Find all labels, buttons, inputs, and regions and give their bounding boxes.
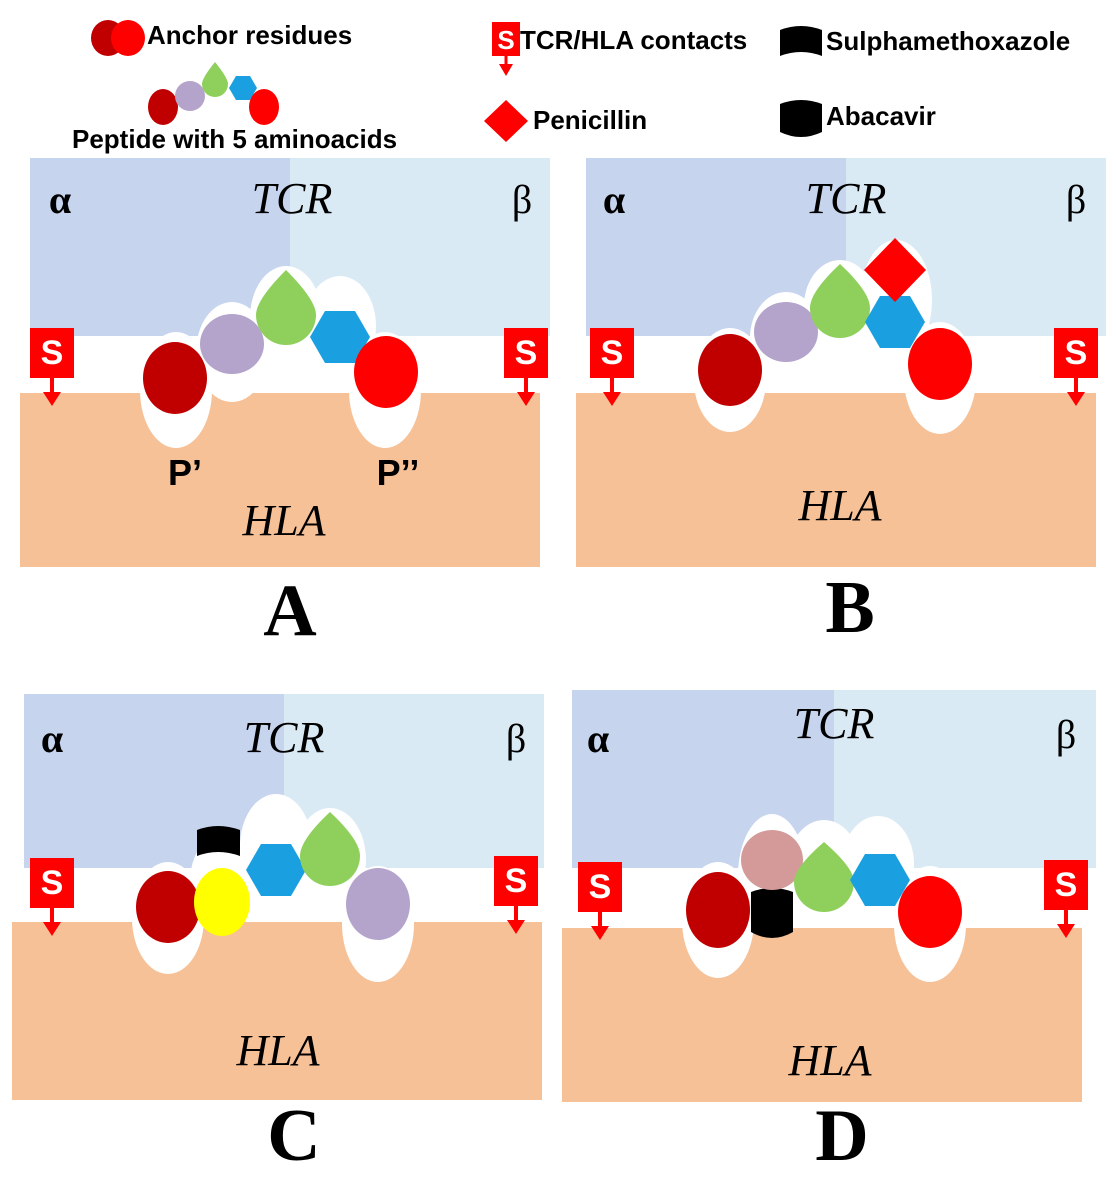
peptide-residue-3 xyxy=(810,264,870,338)
beta-label: β xyxy=(512,177,532,222)
pocket-left-label: P’ xyxy=(168,452,202,493)
hla-molecule xyxy=(576,393,1096,567)
panel-d: TCR α β HLA S S D xyxy=(562,690,1096,1177)
panel-letter: A xyxy=(263,570,316,652)
peptide-residue-1-icon xyxy=(148,89,178,125)
legend-abacavir: Abacavir xyxy=(780,100,936,137)
hla-label: HLA xyxy=(235,1026,320,1075)
peptide-residue-5-icon xyxy=(249,89,279,125)
legend-sulphamethoxazole: Sulphamethoxazole xyxy=(780,26,1070,56)
anchor-residue-right xyxy=(898,876,962,948)
tcr-label: TCR xyxy=(244,713,325,762)
contact-left-symbol: S xyxy=(601,334,624,372)
hla-molecule xyxy=(12,922,542,1100)
contact-left-symbol: S xyxy=(41,864,64,902)
contact-left-symbol: S xyxy=(589,868,612,906)
anchor-residue-left xyxy=(698,334,762,406)
sulphamethoxazole-drug xyxy=(197,826,240,856)
anchor-residue-right xyxy=(908,328,972,400)
anchor-red-icon xyxy=(111,20,145,56)
panel-letter: C xyxy=(267,1095,320,1176)
legend-sulphamethoxazole-label: Sulphamethoxazole xyxy=(826,26,1070,56)
legend-penicillin: Penicillin xyxy=(484,100,647,142)
contact-right-symbol: S xyxy=(515,334,538,372)
tcr-label: TCR xyxy=(252,174,333,223)
legend-contacts: S TCR/HLA contacts xyxy=(492,22,747,76)
peptide-residue-3-icon xyxy=(202,62,228,97)
hla-molecule xyxy=(562,928,1082,1102)
anchor-residue-right xyxy=(354,336,418,408)
penicillin-drug xyxy=(864,238,926,302)
abacavir-drug xyxy=(751,888,793,938)
legend-penicillin-label: Penicillin xyxy=(533,105,647,135)
alpha-label: α xyxy=(41,716,63,761)
hla-label: HLA xyxy=(241,496,326,545)
peptide-residue-2 xyxy=(346,868,410,940)
peptide-residue-3 xyxy=(300,812,360,886)
beta-label: β xyxy=(506,716,526,761)
sulphamethoxazole-legend-icon xyxy=(780,26,822,56)
panel-a: TCR α β HLA S S P’ P’’ A xyxy=(20,158,550,652)
legend-peptide-label: Peptide with 5 aminoacids xyxy=(72,124,397,154)
panel-b: TCR α β HLA S S B xyxy=(576,158,1106,649)
contact-right-symbol: S xyxy=(505,862,528,900)
peptide-residue-2 xyxy=(754,302,818,362)
anchor-residue-left xyxy=(143,342,207,414)
alpha-label: α xyxy=(587,716,609,761)
beta-label: β xyxy=(1066,177,1086,222)
anchor-residue-left xyxy=(136,871,200,943)
anchor-residue-left xyxy=(686,872,750,948)
peptide-residue-2 xyxy=(200,314,264,374)
contact-legend-icon xyxy=(492,22,520,56)
pocket-right-label: P’’ xyxy=(377,452,420,493)
legend: Anchor residues Peptide with 5 aminoacid… xyxy=(72,20,1070,154)
peptide-residue-2-icon xyxy=(175,81,205,111)
peptide-residue-3 xyxy=(794,842,854,912)
hla-molecule xyxy=(20,393,540,567)
legend-anchor-residues: Anchor residues xyxy=(91,20,352,56)
peptide-residue-3 xyxy=(256,270,316,345)
hla-label: HLA xyxy=(797,481,882,530)
legend-contacts-label: TCR/HLA contacts xyxy=(520,25,747,55)
panel-letter: D xyxy=(815,1095,868,1176)
panel-c: TCR α β HLA S S C xyxy=(12,694,544,1177)
legend-abacavir-label: Abacavir xyxy=(826,101,936,131)
peptide-residue-modified xyxy=(194,868,250,936)
contact-right-symbol: S xyxy=(1065,334,1088,372)
contact-legend-symbol: S xyxy=(497,25,514,55)
legend-peptide: Peptide with 5 aminoacids xyxy=(72,62,397,154)
hla-label: HLA xyxy=(787,1036,872,1085)
beta-label: β xyxy=(1056,712,1076,757)
alpha-label: α xyxy=(603,177,625,222)
alpha-label: α xyxy=(49,177,71,222)
abacavir-legend-icon xyxy=(780,100,822,137)
contact-right-symbol: S xyxy=(1055,866,1078,904)
tcr-label: TCR xyxy=(794,699,875,748)
peptide-residue-modified xyxy=(741,830,803,890)
tcr-alpha-chain xyxy=(30,158,290,336)
panel-letter: B xyxy=(825,567,874,649)
contact-left-symbol: S xyxy=(41,334,64,372)
legend-anchor-label: Anchor residues xyxy=(147,20,352,50)
peptide-residue-4-icon xyxy=(229,76,257,100)
penicillin-legend-icon xyxy=(484,100,528,142)
tcr-label: TCR xyxy=(806,174,887,223)
